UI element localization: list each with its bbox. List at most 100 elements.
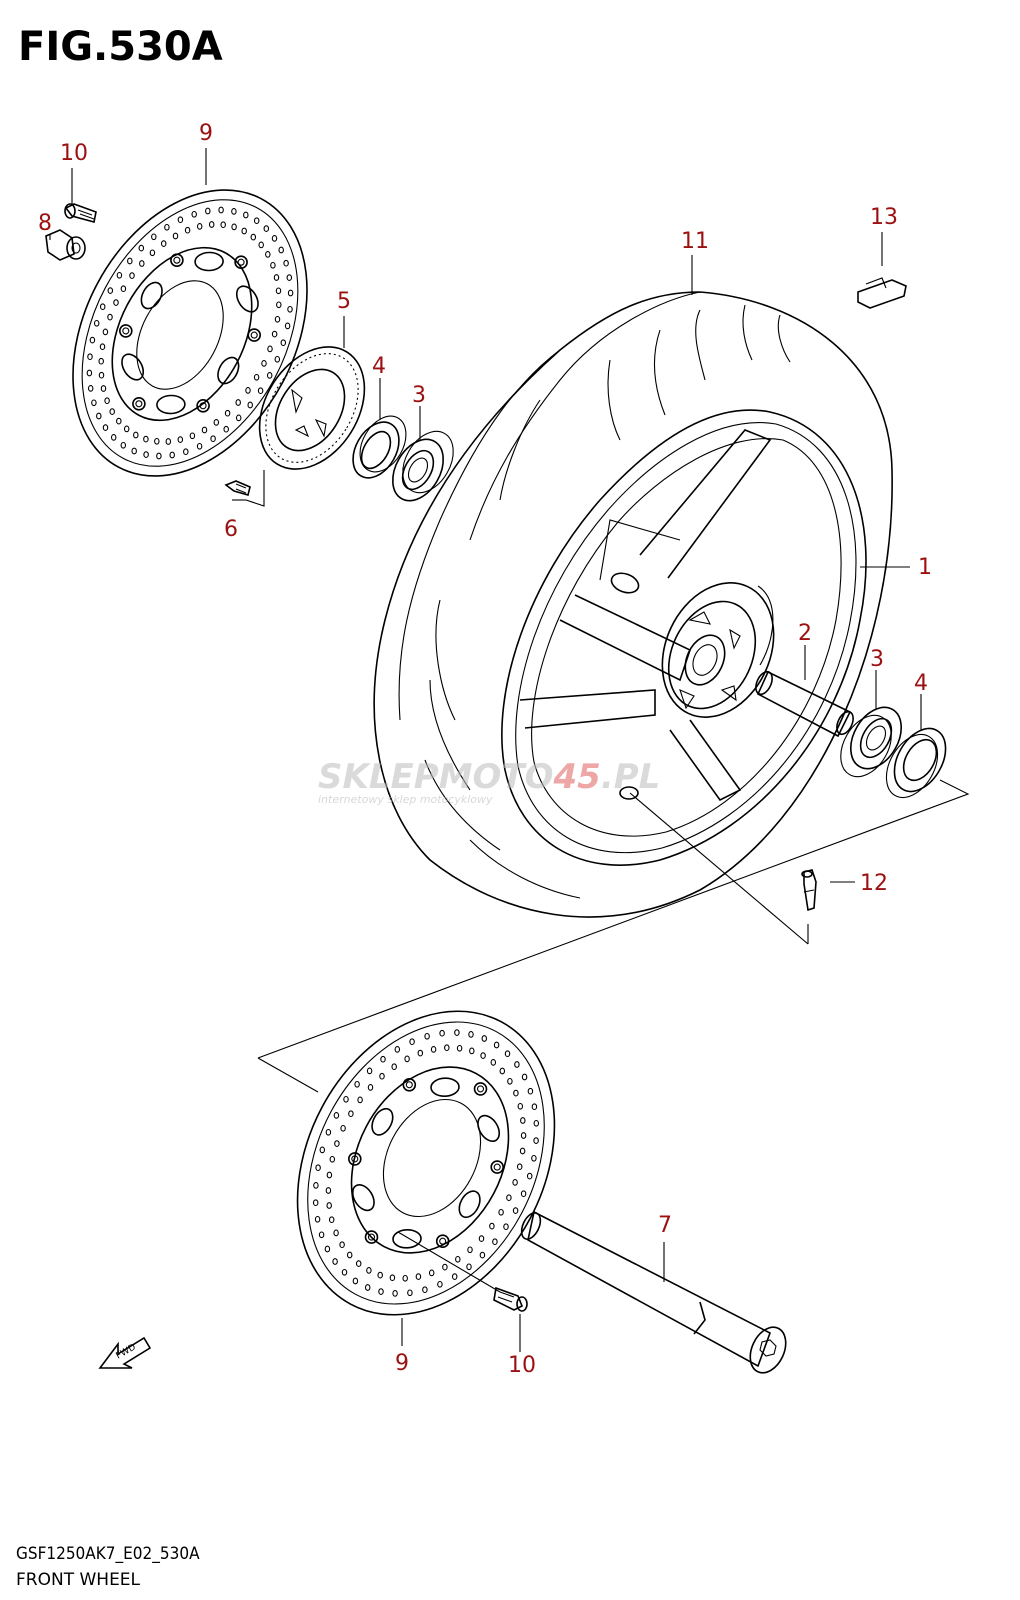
disc-hole	[120, 441, 127, 449]
disc-slot	[392, 1228, 422, 1249]
disc-hole	[263, 225, 270, 232]
disc-hole	[143, 451, 149, 458]
disc-hole	[402, 1274, 408, 1282]
disc-hole	[379, 1072, 385, 1080]
disc-hole	[391, 1063, 397, 1071]
disc-rivet	[170, 253, 184, 268]
disc-hole	[258, 241, 264, 249]
disc-hole	[271, 330, 278, 338]
watermark-tagline: internetowy sklep motocyklowy	[318, 793, 493, 806]
disc-hole	[467, 1246, 473, 1254]
disc-rivet-center	[367, 1233, 376, 1241]
disc-hole	[489, 1222, 495, 1230]
figure-title: FIG.530A	[18, 24, 223, 70]
disc-hole	[177, 436, 184, 443]
disc-rivet	[473, 1082, 488, 1096]
callout-4-left: 4	[372, 354, 386, 379]
disc-hole	[498, 1208, 504, 1216]
front-axle-7	[520, 1210, 787, 1374]
disc-hole	[514, 1061, 520, 1068]
disc-rivet	[234, 255, 248, 270]
disc-hole	[131, 447, 137, 455]
disc-hole	[479, 1251, 486, 1259]
disc-hole	[224, 409, 231, 417]
disc-hole	[133, 431, 139, 439]
disc-hole	[367, 1084, 374, 1091]
disc-rivet	[119, 324, 133, 338]
disc-hole	[313, 1182, 319, 1189]
disc-hole	[439, 1029, 445, 1037]
disc-hole	[329, 1155, 336, 1163]
disc-hole	[480, 1052, 486, 1059]
disc-hole	[223, 425, 229, 433]
disc-hole	[315, 1164, 321, 1172]
disc-hole	[218, 206, 224, 214]
disc-hole	[287, 289, 294, 297]
disc-hole	[366, 1267, 372, 1274]
callout-7: 7	[658, 1213, 672, 1238]
disc-slot	[217, 356, 240, 385]
disc-hole	[348, 1110, 354, 1118]
disc-hole	[512, 1179, 518, 1186]
disc-hole	[283, 259, 289, 267]
callout-10-lower: 10	[508, 1353, 536, 1378]
disc-hole	[189, 432, 196, 440]
fwd-arrow-icon: FWD	[98, 1336, 152, 1369]
disc-hole	[231, 223, 237, 231]
disc-rivet-center	[135, 400, 143, 408]
disc-hole	[231, 208, 237, 215]
disc-hole	[520, 1132, 527, 1139]
disc-hole	[235, 414, 242, 422]
disc-rivet-center	[199, 402, 207, 410]
disc-hole	[98, 357, 104, 365]
disc-hole	[273, 274, 280, 281]
disc-hole	[275, 287, 282, 295]
disc-hole	[343, 1095, 349, 1103]
disc-hole	[444, 1044, 450, 1052]
tread-groove	[777, 314, 791, 363]
disc-hole	[328, 1216, 335, 1224]
disc-hole	[519, 1147, 526, 1155]
disc-hole	[531, 1154, 537, 1162]
disc-rivet	[402, 1078, 417, 1092]
disc-hole	[507, 1077, 513, 1085]
disc-slot	[371, 1107, 394, 1136]
disc-hole	[318, 1231, 325, 1239]
disc-hole	[235, 399, 241, 406]
disc-rivet	[132, 396, 146, 411]
disc-hole	[404, 1055, 410, 1063]
disc-rivet-center	[351, 1155, 359, 1163]
disc-hole	[409, 1038, 415, 1046]
disc-rivet-center	[122, 327, 130, 335]
disc-hole	[93, 319, 100, 327]
disc-hole	[276, 301, 282, 309]
disc-hole	[102, 328, 109, 336]
disc-hole	[270, 261, 276, 269]
disc-hole	[253, 373, 260, 381]
disc-hole	[326, 1171, 333, 1179]
nut-8	[45, 229, 86, 261]
disc-rivet	[347, 1152, 362, 1166]
disc-hole	[378, 1288, 384, 1295]
disc-hole	[99, 343, 106, 351]
svg-text:SKLEPMOTO45.PL: SKLEPMOTO45.PL	[318, 757, 660, 797]
tread-groove	[742, 304, 753, 361]
disc-hole	[109, 408, 115, 415]
callout-9-lower: 9	[395, 1351, 409, 1376]
disc-hole	[468, 1031, 474, 1038]
figure-name: FRONT WHEEL	[16, 1570, 141, 1590]
disc-hole	[169, 451, 175, 459]
callout-3-right: 3	[870, 647, 884, 672]
disc-hole	[165, 438, 172, 445]
disc-hole	[354, 1080, 360, 1088]
disc-hole	[493, 1041, 500, 1049]
callout-9-upper: 9	[199, 121, 213, 146]
disc-hole	[278, 246, 284, 254]
disc-hole	[520, 1117, 526, 1124]
disc-hole	[104, 397, 110, 405]
disc-hole	[284, 322, 291, 330]
callout-5: 5	[337, 289, 351, 314]
disc-rivet-center	[493, 1163, 501, 1171]
disc-hole	[340, 1124, 346, 1132]
disc-hole	[96, 412, 102, 420]
